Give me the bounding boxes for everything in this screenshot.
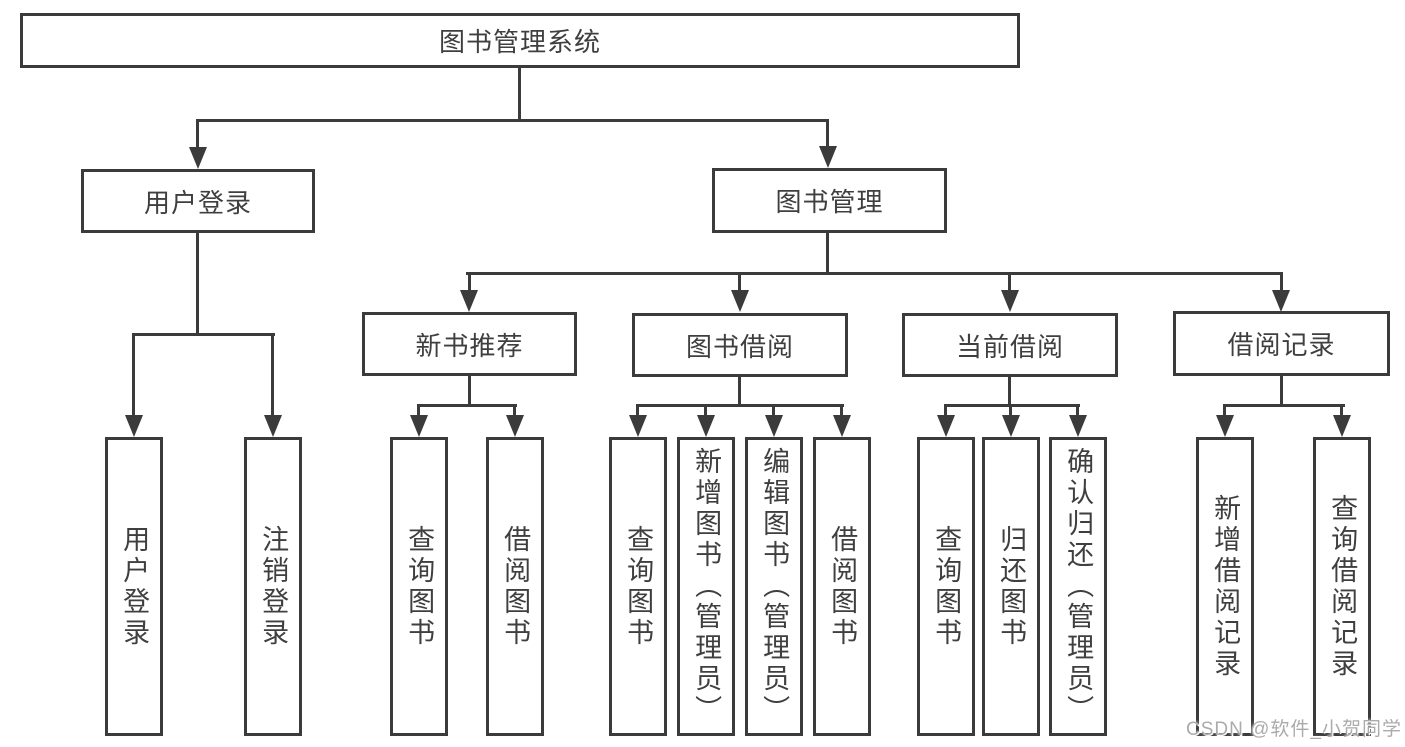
arrow-down-icon — [1216, 415, 1234, 437]
leaf-add-borrow-record-label: 新增借阅记录 — [1210, 493, 1241, 680]
arrow-down-icon — [629, 415, 647, 437]
connector-line — [840, 404, 843, 417]
leaf-add-borrow-record: 新增借阅记录 — [1196, 437, 1254, 736]
csdn-watermark: CSDN @软件_小贺同学 — [1186, 719, 1402, 740]
connector-line — [826, 119, 829, 148]
arrow-down-icon — [765, 415, 783, 437]
leaf-confirm-return-admin-label: 确认归还（管理员） — [1063, 447, 1094, 726]
node-user-login: 用户登录 — [81, 169, 315, 233]
leaf-return-book: 归还图书 — [982, 437, 1040, 736]
leaf-borrow-books-recommend-label: 借阅图书 — [500, 524, 531, 649]
leaf-borrow-books-borrowing: 借阅图书 — [813, 437, 871, 736]
node-book-management-label: 图书管理 — [775, 187, 884, 217]
connector-line — [636, 404, 639, 417]
arrow-down-icon — [189, 147, 207, 169]
connector-line — [417, 404, 420, 417]
leaf-query-borrow-record-label: 查询借阅记录 — [1327, 493, 1358, 680]
node-user-login-label: 用户登录 — [143, 187, 252, 218]
leaf-logout: 注销登录 — [244, 437, 302, 736]
node-current-borrowing-label: 当前借阅 — [955, 331, 1064, 362]
arrow-down-icon — [697, 415, 715, 437]
arrow-down-icon — [125, 415, 143, 437]
leaf-query-books-recommend: 查询图书 — [390, 437, 448, 736]
connector-line — [196, 233, 199, 335]
node-new-book-recommendation: 新书推荐 — [362, 312, 577, 376]
connector-line — [132, 333, 135, 417]
arrow-down-icon — [937, 415, 955, 437]
connector-line — [1223, 404, 1345, 407]
arrow-down-icon — [1069, 415, 1087, 437]
node-borrowing-records-label: 借阅记录 — [1227, 330, 1336, 360]
connector-line — [132, 333, 275, 336]
node-book-borrowing: 图书借阅 — [632, 313, 848, 377]
connector-line — [738, 272, 741, 292]
leaf-add-book-admin-label: 新增图书（管理员） — [691, 447, 722, 726]
connector-line — [1340, 404, 1343, 417]
connector-line — [704, 404, 707, 417]
connector-line — [1280, 272, 1283, 292]
arrow-down-icon — [1001, 290, 1019, 312]
node-current-borrowing: 当前借阅 — [902, 313, 1118, 377]
connector-line — [468, 376, 471, 406]
leaf-edit-book-admin-label: 编辑图书（管理员） — [759, 447, 790, 726]
leaf-borrow-books-recommend: 借阅图书 — [486, 437, 544, 736]
node-root-label: 图书管理系统 — [438, 27, 601, 57]
connector-line — [944, 404, 1080, 407]
node-borrowing-records: 借阅记录 — [1173, 311, 1390, 376]
connector-line — [1009, 404, 1012, 417]
leaf-query-books-recommend-label: 查询图书 — [404, 524, 435, 649]
connector-line — [1280, 376, 1283, 406]
arrow-down-icon — [460, 290, 478, 312]
arrow-down-icon — [1002, 415, 1020, 437]
leaf-return-book-label: 归还图书 — [996, 524, 1027, 649]
node-root: 图书管理系统 — [20, 13, 1020, 68]
node-book-borrowing-label: 图书借阅 — [685, 331, 794, 362]
leaf-confirm-return-admin: 确认归还（管理员） — [1049, 437, 1107, 736]
leaf-query-books-current-label: 查询图书 — [931, 524, 962, 649]
leaf-query-books-current: 查询图书 — [917, 437, 975, 736]
connector-line — [772, 404, 775, 417]
arrow-down-icon — [819, 146, 837, 168]
arrow-down-icon — [410, 415, 428, 437]
leaf-user-login-label: 用户登录 — [119, 524, 150, 649]
arrow-down-icon — [506, 415, 524, 437]
connector-line — [1076, 404, 1079, 417]
arrow-down-icon — [264, 415, 282, 437]
leaf-logout-label: 注销登录 — [258, 524, 289, 649]
leaf-query-borrow-record: 查询借阅记录 — [1313, 437, 1371, 736]
connector-line — [1008, 272, 1011, 292]
node-new-book-recommendation-label: 新书推荐 — [415, 330, 524, 361]
leaf-user-login: 用户登录 — [105, 437, 163, 736]
leaf-add-book-admin: 新增图书（管理员） — [677, 437, 735, 736]
connector-line — [636, 404, 844, 407]
node-book-management: 图书管理 — [712, 168, 947, 233]
leaf-query-books-borrowing-label: 查询图书 — [623, 524, 654, 649]
connector-line — [417, 404, 517, 407]
connector-line — [518, 68, 521, 121]
connector-line — [466, 272, 1282, 275]
connector-line — [271, 333, 274, 417]
arrow-down-icon — [1333, 415, 1351, 437]
connector-line — [944, 404, 947, 417]
arrow-down-icon — [731, 290, 749, 312]
connector-line — [513, 404, 516, 417]
connector-line — [826, 233, 829, 274]
connector-line — [196, 119, 829, 122]
connector-line — [196, 119, 199, 149]
connector-line — [468, 272, 471, 292]
connector-line — [738, 377, 741, 406]
connector-line — [1223, 404, 1226, 417]
leaf-borrow-books-borrowing-label: 借阅图书 — [827, 524, 858, 649]
leaf-query-books-borrowing: 查询图书 — [609, 437, 667, 736]
arrow-down-icon — [1272, 290, 1290, 312]
leaf-edit-book-admin: 编辑图书（管理员） — [745, 437, 803, 736]
arrow-down-icon — [833, 415, 851, 437]
connector-line — [1008, 377, 1011, 406]
